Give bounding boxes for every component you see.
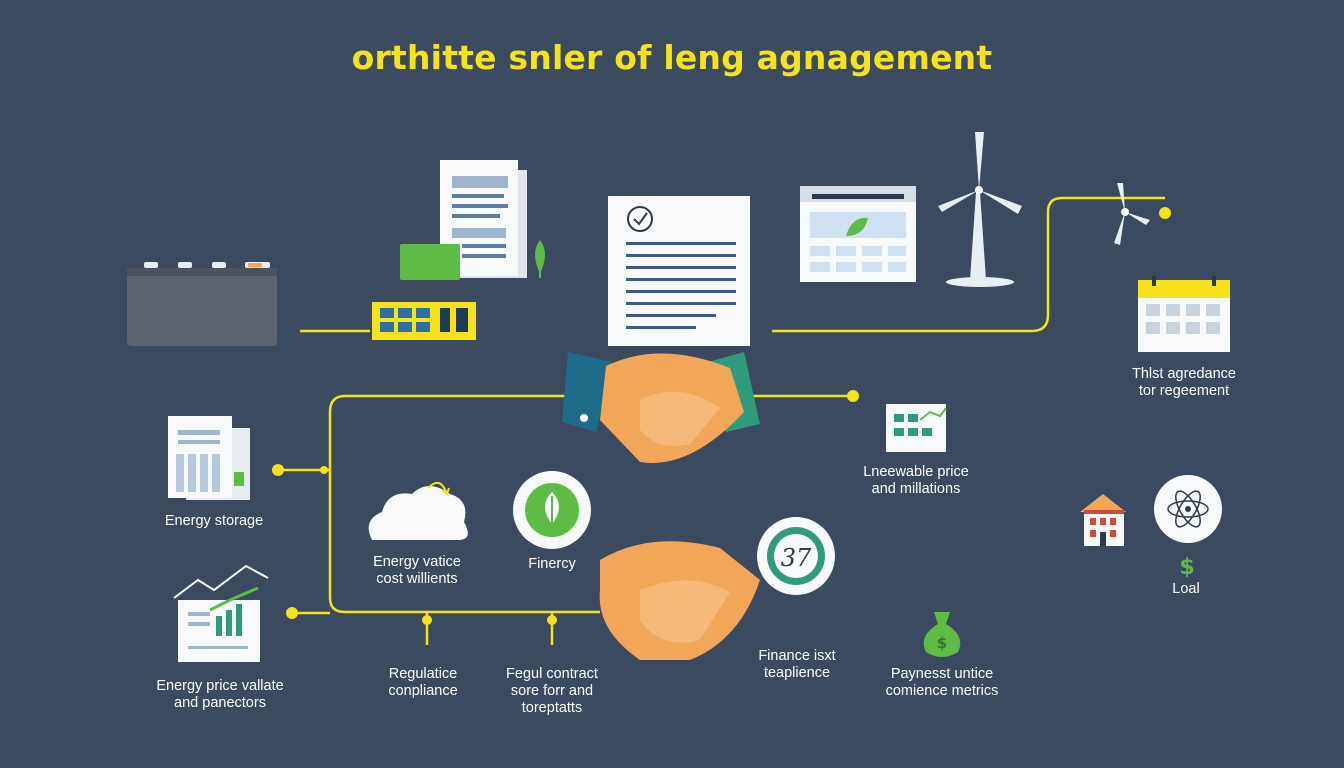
solar-panel-icon [372, 302, 476, 340]
label-finance: Finance isxt teaplience [742, 648, 852, 682]
label-line: Regulatice [388, 666, 458, 682]
page-title: orthitte snler of leng agnagement [351, 38, 993, 77]
money-bag-icon: $ [923, 612, 961, 657]
house-icon [1080, 494, 1126, 546]
label-line: Finance isxt [758, 648, 836, 664]
connector-dot [320, 466, 328, 474]
svg-text:$: $ [937, 634, 947, 652]
connector-dot [547, 615, 557, 625]
label-energy-value: Energy vatice cost willients [350, 554, 484, 588]
label-regulation: Regulatice conpliance [368, 666, 478, 700]
contract-icon [608, 196, 750, 346]
small-wind-turbine-icon [1114, 183, 1150, 245]
connector-dot [286, 607, 298, 619]
label-line: comience metrics [885, 683, 999, 699]
label-line: tor regeement [1138, 383, 1230, 399]
report-chart-icon [168, 416, 250, 500]
label-line: cost willients [376, 571, 458, 587]
connector-main-loop [328, 394, 600, 614]
label-payment: Paynesst untice comience metrics [870, 666, 1014, 700]
label-line: Energy price vallate [156, 678, 284, 694]
label-line: Loal [1172, 581, 1200, 597]
dollar-icon: $ [1179, 555, 1194, 580]
label-energy-storage: Energy storage [144, 513, 284, 530]
handshake-icon [562, 352, 760, 463]
badge-number: 37 [781, 544, 812, 572]
connector-dot [847, 390, 859, 402]
label-line: Fegul contract [506, 666, 598, 682]
label-line: Energy storage [164, 513, 264, 529]
label-loal: Loal [1146, 581, 1226, 598]
label-line: toreptatts [521, 700, 583, 716]
battery-icon [127, 262, 277, 346]
label-line: Thlst agredance [1132, 366, 1236, 382]
cloud-icon [368, 481, 468, 540]
label-line: teaplience [763, 665, 831, 681]
label-line: Finercy [528, 556, 576, 572]
label-finency: Finercy [502, 556, 602, 573]
document-stack-icon [400, 160, 545, 280]
growth-chart-icon [173, 564, 269, 662]
label-line: and millations [871, 481, 961, 497]
calendar-icon [1138, 276, 1230, 352]
label-line: Paynesst untice [890, 666, 994, 682]
calendar-icon [800, 186, 916, 282]
label-line: conpliance [388, 683, 458, 699]
label-energy-price: Energy price vallate and panectors [140, 678, 300, 712]
connector-dot [1159, 207, 1171, 219]
label-line: Lneewable price [863, 464, 969, 480]
connector-top-right [772, 196, 1165, 333]
atom-icon [1154, 475, 1222, 543]
badge-icon [757, 517, 835, 595]
label-calendar-agreement: Thlst agredance tor regeement [1112, 366, 1256, 400]
leaf-icon [513, 471, 591, 549]
connector-dot [272, 464, 284, 476]
label-renewable-price: Lneewable price and millations [846, 464, 986, 498]
label-contract: Fegul contract sore forr and toreptatts [492, 666, 612, 717]
label-line: sore forr and [510, 683, 594, 699]
connector-dots [272, 207, 1171, 625]
bar-chart-icon [886, 404, 947, 452]
connector-dot [422, 615, 432, 625]
label-line: and panectors [174, 695, 266, 711]
label-line: Energy vatice [373, 554, 461, 570]
wind-turbine-icon [938, 132, 1022, 287]
handshake-icon [599, 541, 760, 660]
